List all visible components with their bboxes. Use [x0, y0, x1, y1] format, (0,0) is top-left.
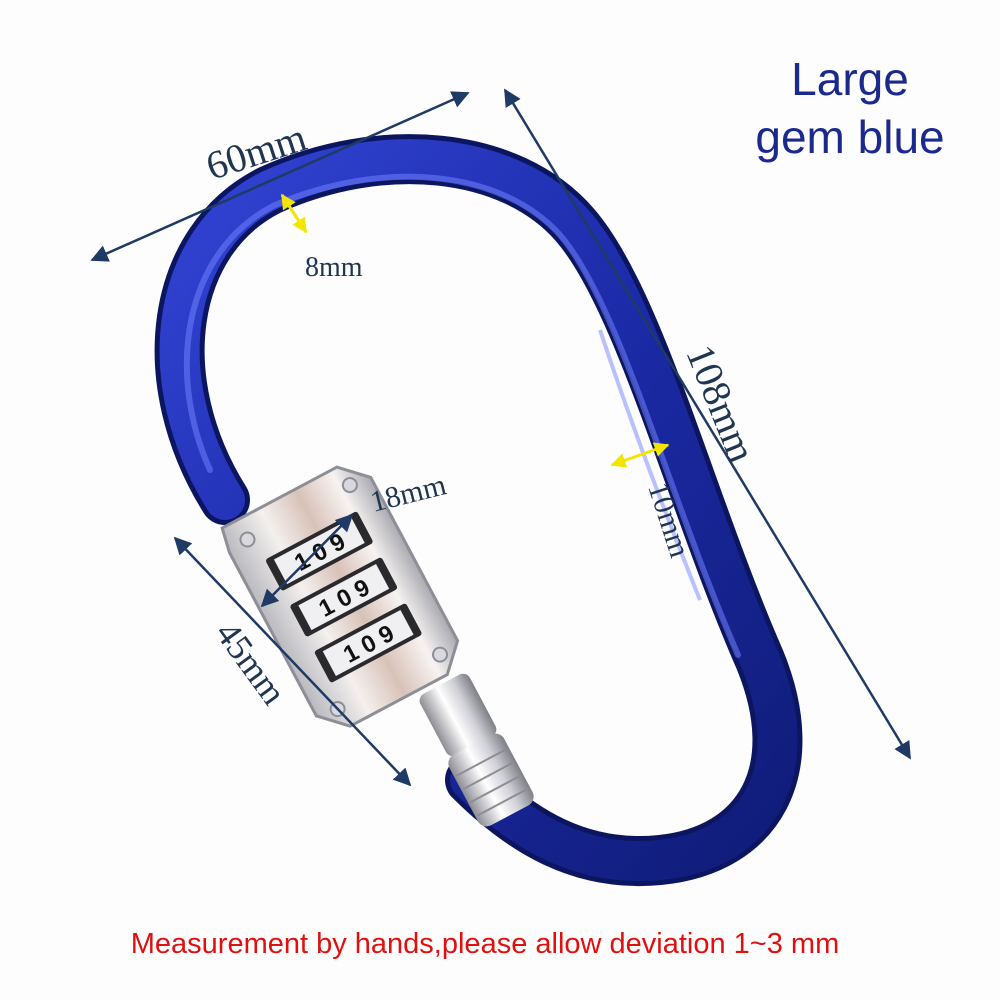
- measurement-note: Measurement by hands,please allow deviat…: [130, 928, 840, 960]
- dimension-lines: [90, 88, 912, 787]
- lock-length-dimension-line: [173, 536, 412, 787]
- wire-label: 8mm: [305, 252, 363, 283]
- gate-barrel: [419, 673, 534, 827]
- lock-width-dimension-line: [260, 513, 354, 608]
- title-line-1: Large: [791, 53, 909, 105]
- product-title: Large gem blue: [700, 50, 1000, 166]
- wire-thickness-arrows: [280, 193, 670, 468]
- title-line-2: gem blue: [755, 111, 945, 163]
- width-dimension-line: [90, 91, 470, 262]
- length-dimension-line: [503, 88, 912, 760]
